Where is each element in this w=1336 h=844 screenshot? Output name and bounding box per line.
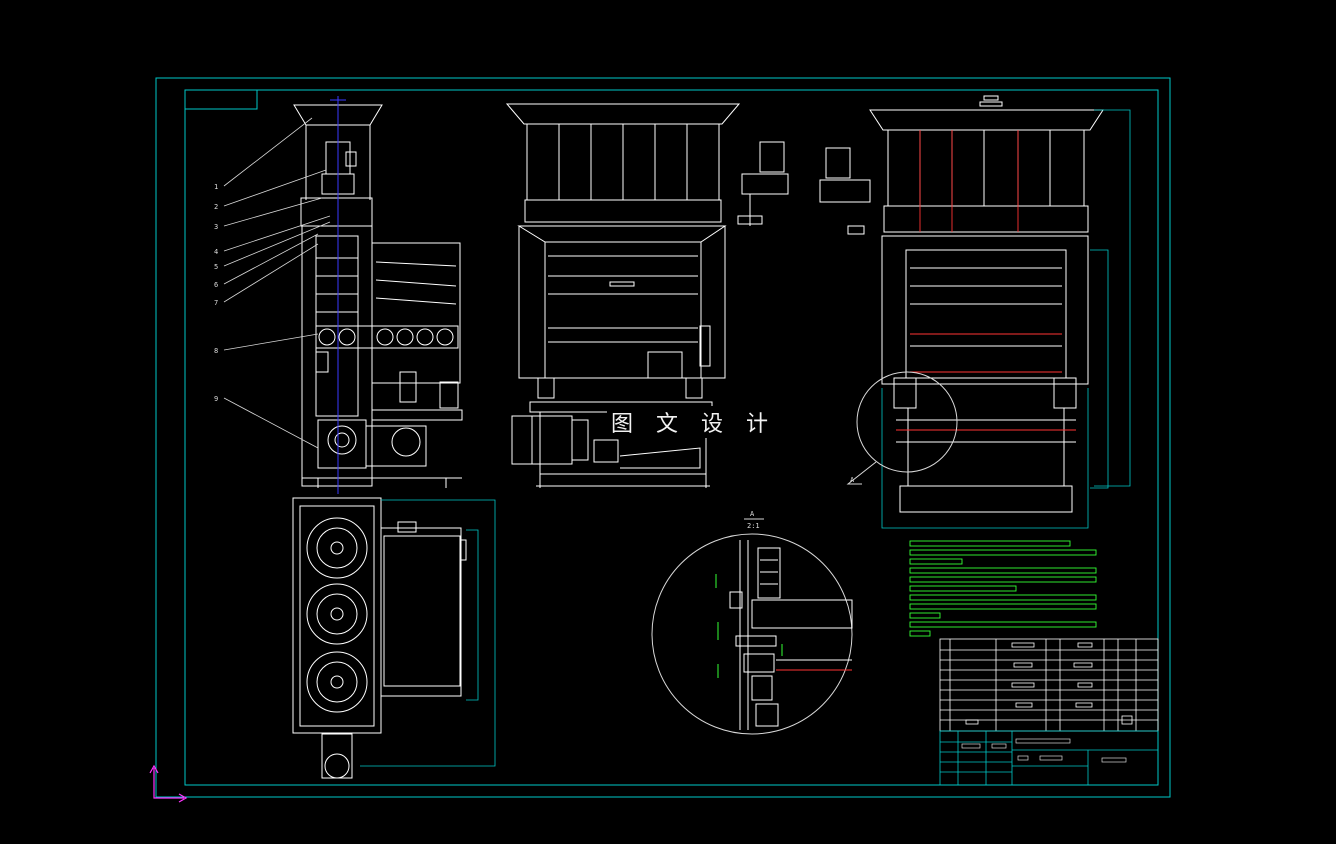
part-number-9: 9 bbox=[214, 395, 218, 403]
part-number-2: 2 bbox=[214, 203, 218, 211]
title-block bbox=[939, 638, 1159, 732]
end-elevation-view bbox=[819, 95, 1104, 513]
part-number-1: 1 bbox=[214, 183, 218, 191]
ucs-icon bbox=[149, 764, 188, 803]
part-number-6: 6 bbox=[214, 281, 218, 289]
end-view-dimensions bbox=[881, 109, 1131, 529]
part-number-8: 8 bbox=[214, 347, 218, 355]
part-number-4: 4 bbox=[214, 248, 218, 256]
side-elevation-view bbox=[293, 104, 463, 488]
technical-notes bbox=[909, 540, 1097, 637]
part-number-labels: 1 2 3 4 5 6 7 8 9 bbox=[214, 183, 218, 403]
detail-view-a bbox=[651, 533, 853, 735]
end-view-highlights bbox=[896, 130, 1076, 431]
detail-scale: 2:1 bbox=[747, 522, 760, 530]
part-number-3: 3 bbox=[214, 223, 218, 231]
plan-view bbox=[292, 497, 467, 779]
detail-callout-circle bbox=[846, 371, 958, 485]
part-number-7: 7 bbox=[214, 299, 218, 307]
title-block-entries bbox=[961, 738, 1127, 763]
part-leaders bbox=[223, 117, 331, 449]
detail-callout-label: A bbox=[850, 476, 855, 484]
part-number-5: 5 bbox=[214, 263, 218, 271]
centre-axis-line bbox=[330, 96, 346, 494]
detail-view-label: A bbox=[750, 510, 755, 518]
drawing-frame bbox=[155, 77, 1171, 798]
watermark-text: 图 文 设 计 bbox=[607, 406, 780, 438]
plan-dimension-lines bbox=[360, 499, 496, 767]
title-block-lower bbox=[939, 730, 1159, 786]
front-elevation-view bbox=[505, 103, 789, 488]
